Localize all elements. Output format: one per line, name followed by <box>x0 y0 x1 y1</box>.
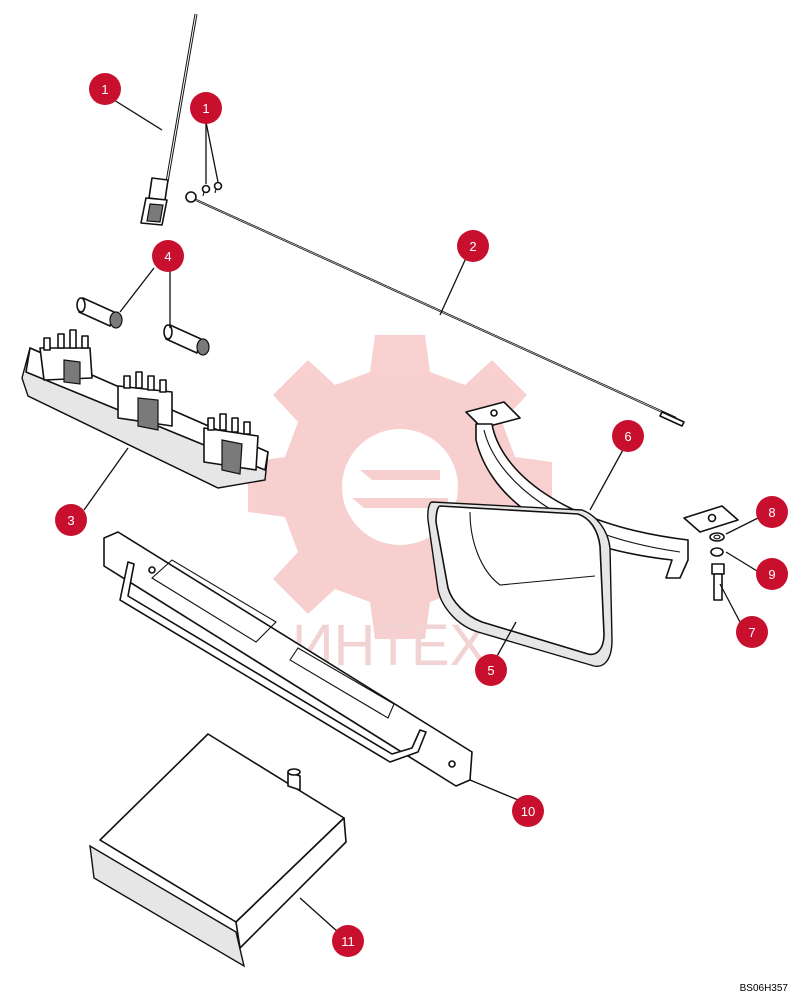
antenna-whip <box>140 13 198 226</box>
switch-block-left <box>39 329 93 385</box>
callout-3: 3 <box>55 504 87 536</box>
reference-code: BS06H357 <box>739 983 788 994</box>
antenna-cable <box>185 191 685 427</box>
svg-text:11: 11 <box>341 934 355 949</box>
leader-lines <box>83 99 763 933</box>
lock-washer <box>710 547 724 557</box>
svg-text:3: 3 <box>67 513 74 528</box>
svg-text:6: 6 <box>624 429 631 444</box>
callout-8: 8 <box>756 496 788 528</box>
callout-markers: 1 1 2 3 4 5 6 7 <box>55 73 788 957</box>
callout-4: 4 <box>152 240 184 272</box>
callout-11: 11 <box>332 925 364 957</box>
antenna-screws <box>201 181 223 197</box>
callout-10: 10 <box>512 795 544 827</box>
mounting-bolt <box>711 563 725 601</box>
plug-connector-upper <box>76 297 123 329</box>
rear-view-mirror <box>427 501 613 667</box>
svg-text:7: 7 <box>748 625 755 640</box>
switch-panel <box>21 329 269 489</box>
plug-connector-lower <box>163 324 210 356</box>
switch-block-center <box>117 371 173 431</box>
callout-1b: 1 <box>190 92 222 124</box>
svg-text:5: 5 <box>487 663 494 678</box>
callout-9: 9 <box>756 558 788 590</box>
callout-1a: 1 <box>89 73 121 105</box>
callout-6: 6 <box>612 420 644 452</box>
svg-text:4: 4 <box>164 249 171 264</box>
switch-block-right <box>203 413 259 475</box>
svg-text:1: 1 <box>101 82 108 97</box>
mirror-bracket <box>465 401 739 579</box>
flat-washer <box>709 532 725 542</box>
svg-text:8: 8 <box>768 505 775 520</box>
callout-2: 2 <box>457 230 489 262</box>
svg-text:1: 1 <box>202 101 209 116</box>
callout-5: 5 <box>475 654 507 686</box>
svg-text:9: 9 <box>768 567 775 582</box>
svg-text:2: 2 <box>469 239 476 254</box>
storage-box <box>89 733 347 968</box>
svg-text:10: 10 <box>521 804 535 819</box>
callout-7: 7 <box>736 616 768 648</box>
